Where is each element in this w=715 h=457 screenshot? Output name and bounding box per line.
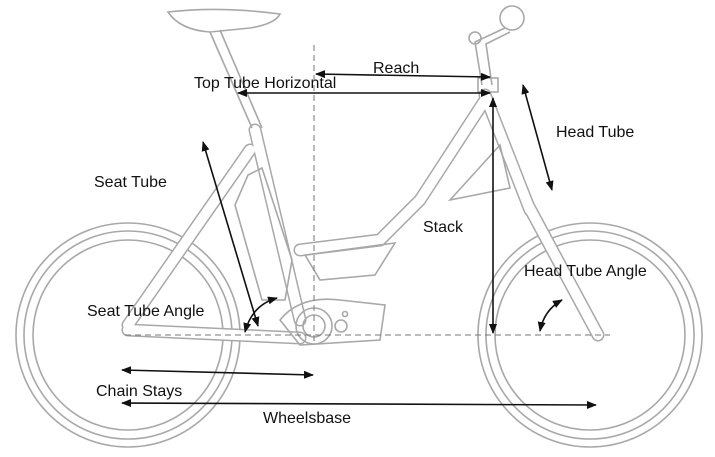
seat-tube-angle-arc: [243, 296, 278, 333]
head-tube-angle-label: Head Tube Angle: [524, 263, 647, 280]
chain-stays-label: Chain Stays: [96, 383, 182, 400]
head-tube-arrow: [521, 84, 554, 191]
stack-label: Stack: [423, 219, 464, 236]
bike-frame: [121, 5, 605, 346]
head-tube-angle-arc: [537, 299, 563, 332]
reach-label: Reach: [373, 60, 419, 77]
seat-tube-angle-label: Seat Tube Angle: [87, 303, 205, 320]
chain-stays-arrow: [121, 366, 314, 379]
seat-tube-label: Seat Tube: [94, 174, 167, 191]
head-tube-label: Head Tube: [556, 124, 634, 141]
top-tube-horizontal-label: Top Tube Horizontal: [194, 75, 336, 92]
wheelbase-arrow: [121, 399, 597, 409]
seat-tube-arrow: [201, 141, 260, 327]
wheelbase-label: Wheelsbase: [263, 410, 351, 427]
reach-arrow: [315, 70, 491, 81]
